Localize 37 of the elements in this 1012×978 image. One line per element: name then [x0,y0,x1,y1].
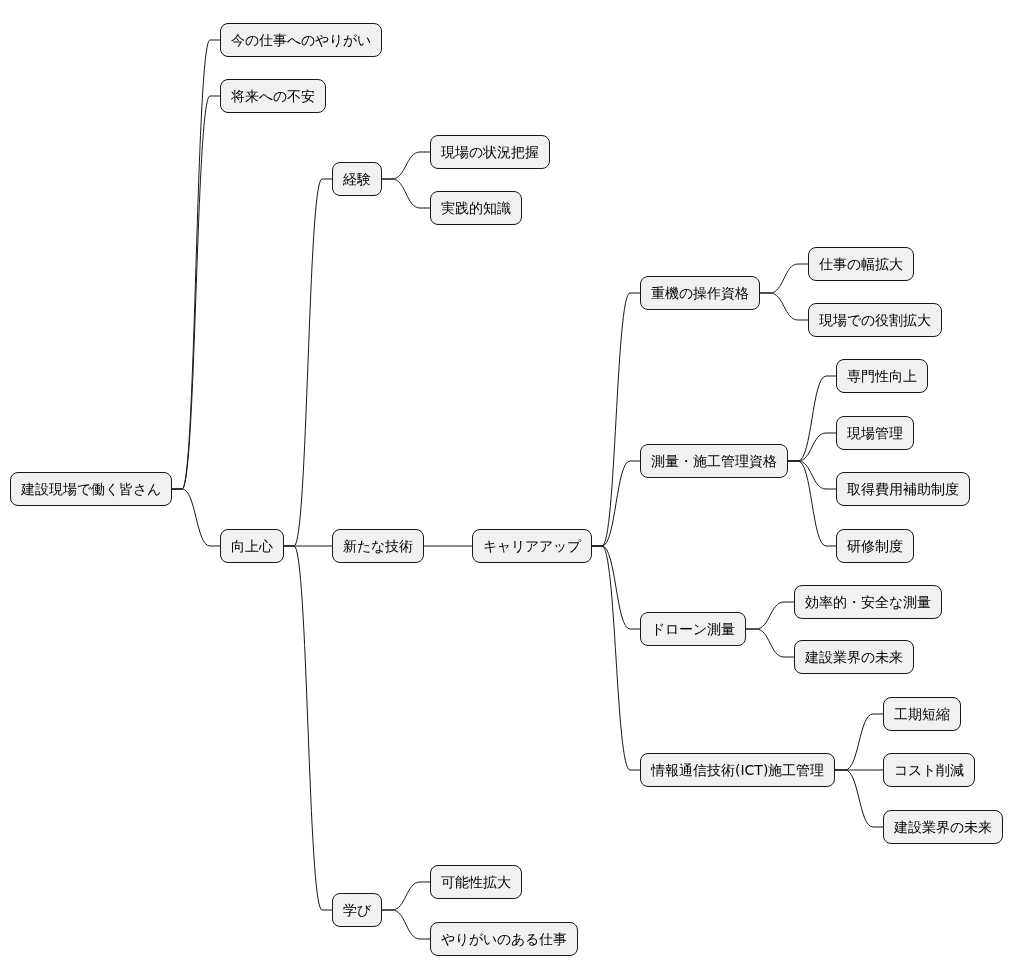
topic-box: 建設業界の未来 [883,810,1003,844]
topic-box: 将来への不安 [220,79,326,113]
connector-line [834,769,884,828]
topic-box: 情報通信技術(ICT)施工管理 [640,753,836,787]
topic-box: 新たな技術 [332,529,424,563]
connector-line [423,545,473,547]
connector-line [787,460,837,547]
topic-box: 取得費用補助制度 [836,472,970,506]
topic-box: 効率的・安全な測量 [794,585,942,619]
connector-line [591,545,641,771]
topic-box: 研修制度 [836,529,914,563]
topic-box: 今の仕事へのやりがい [220,23,382,57]
connector-line [759,292,809,321]
topic-box: 学び [332,893,382,927]
topic-box: 専門性向上 [836,359,928,393]
topic-box: キャリアアップ [472,529,592,563]
topic-box: やりがいのある仕事 [430,922,578,956]
connector-line [745,628,795,658]
topic-box: 建設業界の未来 [794,640,914,674]
topic-box: ドローン測量 [640,612,746,646]
connector-line [171,488,221,547]
topic-box: 建設現場で働く皆さん [10,472,172,506]
topic-box: 測量・施工管理資格 [640,444,788,478]
topic-box: 工期短縮 [883,697,961,731]
connector-line [381,178,431,209]
topic-box: 重機の操作資格 [640,276,760,310]
topic-box: 経験 [332,162,382,196]
connector-line [381,909,431,940]
topic-box: 向上心 [220,529,284,563]
topic-box: 現場の状況把握 [430,135,550,169]
topic-box: 現場での役割拡大 [808,303,942,337]
connector-line [283,545,333,911]
topic-box: コスト削減 [883,753,975,787]
topic-box: 現場管理 [836,416,914,450]
topic-box: 可能性拡大 [430,865,522,899]
topic-box: 実践的知識 [430,191,522,225]
topic-box: 仕事の幅拡大 [808,247,914,281]
